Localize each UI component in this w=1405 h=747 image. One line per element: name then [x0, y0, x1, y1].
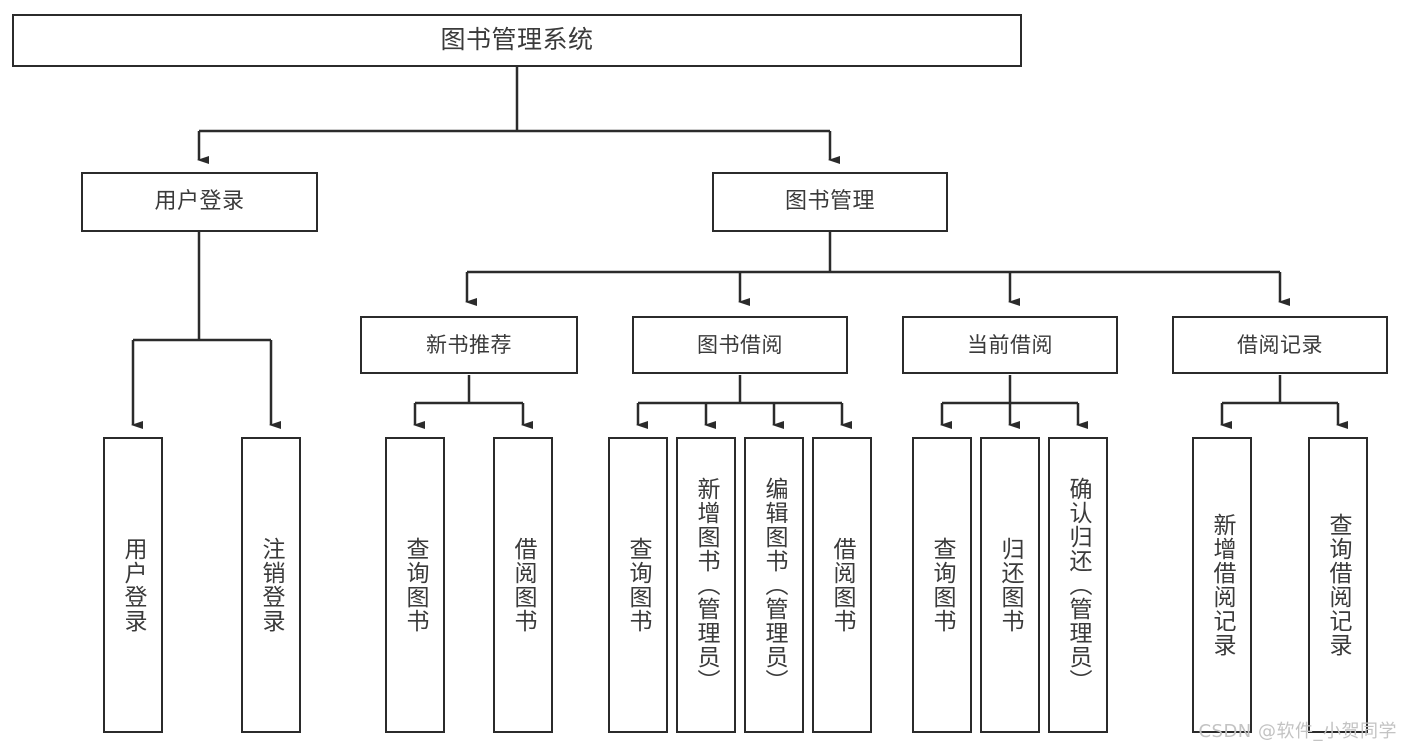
node-label: 归还图书 [997, 537, 1024, 633]
node-root-system[interactable]: 图书管理系统 [12, 14, 1022, 67]
node-label: 新书推荐 [426, 332, 512, 357]
leaf-current-borrow-return-books[interactable]: 归还图书 [980, 437, 1040, 733]
node-label: 用户登录 [120, 537, 147, 633]
leaf-book-borrow-query-books[interactable]: 查询图书 [608, 437, 668, 733]
node-label: 当前借阅 [967, 332, 1053, 357]
node-label: 借阅图书 [510, 537, 537, 633]
node-label: 图书管理 [784, 189, 875, 215]
leaf-book-borrow-edit-book-admin[interactable]: 编辑图书（管理员） [744, 437, 804, 733]
node-label: 注销登录 [258, 537, 285, 633]
node-label: 新增借阅记录 [1209, 513, 1236, 657]
leaf-borrow-record-add-record[interactable]: 新增借阅记录 [1192, 437, 1252, 733]
node-user-login[interactable]: 用户登录 [81, 172, 318, 232]
node-label: 查询图书 [625, 537, 652, 633]
leaf-user-login-logout[interactable]: 注销登录 [241, 437, 301, 733]
node-new-book-recommend[interactable]: 新书推荐 [360, 316, 578, 374]
leaf-current-borrow-query-books[interactable]: 查询图书 [912, 437, 972, 733]
leaf-new-book-query-books[interactable]: 查询图书 [385, 437, 445, 733]
leaf-current-borrow-confirm-return-admin[interactable]: 确认归还（管理员） [1048, 437, 1108, 733]
node-label: 确认归还（管理员） [1065, 477, 1092, 693]
leaf-book-borrow-add-book-admin[interactable]: 新增图书（管理员） [676, 437, 736, 733]
node-label: 查询借阅记录 [1325, 513, 1352, 657]
node-label: 编辑图书（管理员） [761, 477, 788, 693]
node-book-management[interactable]: 图书管理 [712, 172, 948, 232]
node-current-borrow[interactable]: 当前借阅 [902, 316, 1118, 374]
node-label: 图书借阅 [697, 332, 783, 357]
node-label: 借阅记录 [1237, 332, 1323, 357]
leaf-new-book-borrow-books[interactable]: 借阅图书 [493, 437, 553, 733]
node-label: 用户登录 [154, 189, 245, 215]
leaf-user-login-login[interactable]: 用户登录 [103, 437, 163, 733]
leaf-borrow-record-query-record[interactable]: 查询借阅记录 [1308, 437, 1368, 733]
node-book-borrow[interactable]: 图书借阅 [632, 316, 848, 374]
node-label: 借阅图书 [829, 537, 856, 633]
node-borrow-record[interactable]: 借阅记录 [1172, 316, 1388, 374]
node-label: 查询图书 [929, 537, 956, 633]
node-label: 查询图书 [402, 537, 429, 633]
node-label: 图书管理系统 [440, 25, 594, 55]
node-label: 新增图书（管理员） [693, 477, 720, 693]
leaf-book-borrow-borrow-books[interactable]: 借阅图书 [812, 437, 872, 733]
